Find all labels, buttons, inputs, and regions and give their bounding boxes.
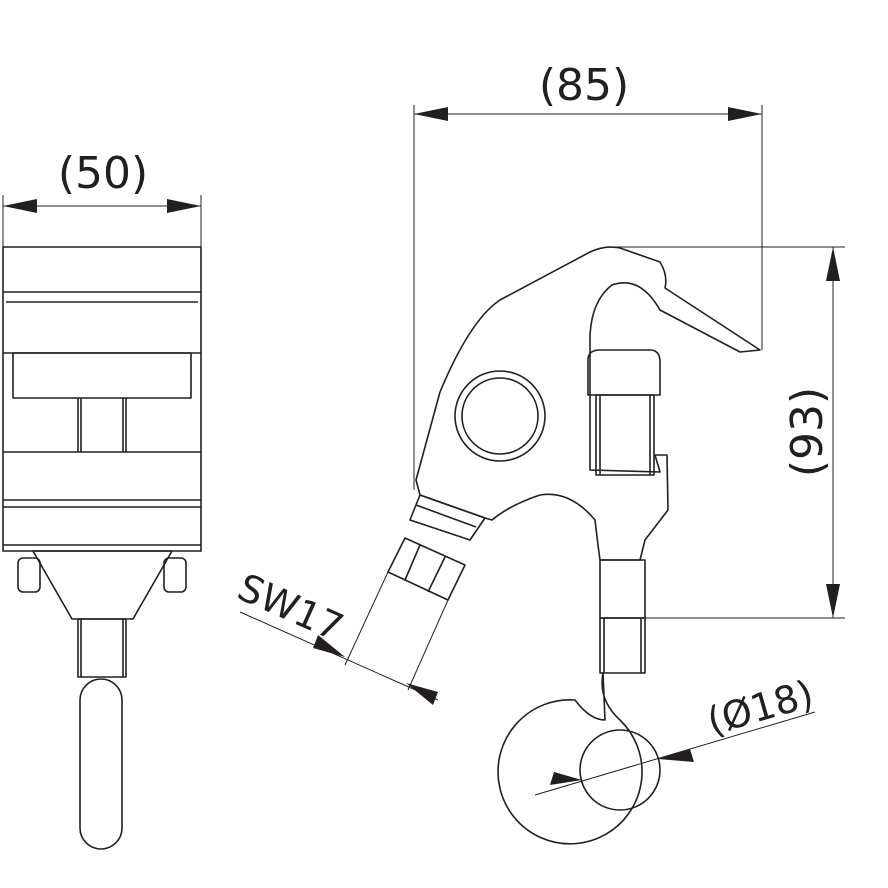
- dim-label-50: (50): [58, 148, 148, 199]
- front-view: [387, 246, 761, 845]
- dimension-hook-diameter: (Ø18): [534, 672, 818, 796]
- dim-label-sw17: SW17: [231, 565, 349, 650]
- dimension-side-width: (50): [2, 148, 202, 247]
- dim-label-93: (93): [782, 387, 833, 477]
- dimension-front-width: (85): [413, 60, 763, 490]
- dimension-wrench-size: SW17: [231, 565, 449, 705]
- dimension-front-height: (93): [610, 246, 845, 619]
- side-view: [2, 246, 202, 850]
- dim-label-85: (85): [539, 60, 629, 111]
- dim-label-o18: (Ø18): [702, 672, 818, 744]
